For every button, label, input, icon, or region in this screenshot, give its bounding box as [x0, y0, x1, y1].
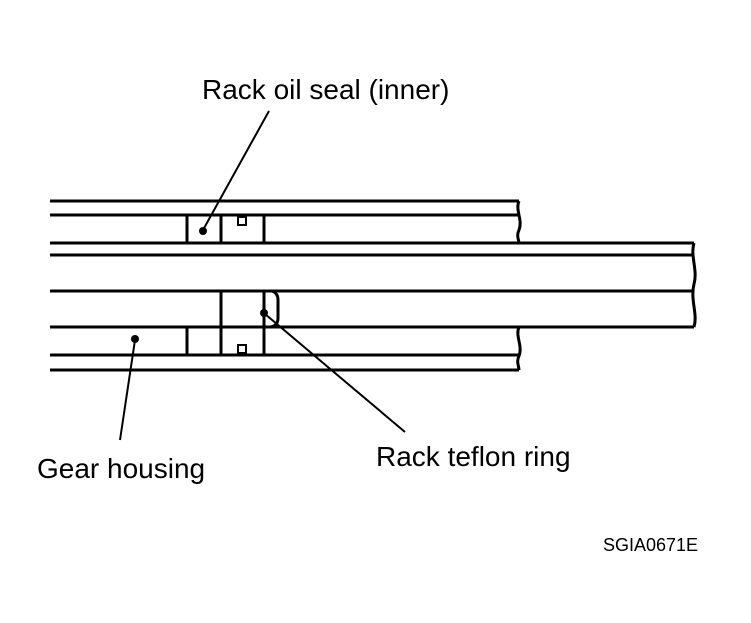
label-rack-teflon-ring: Rack teflon ring: [376, 441, 571, 472]
rack-shaft: [50, 241, 697, 329]
rack-oil-seal-lower: [185, 291, 266, 355]
rack-teflon-ring: [264, 289, 280, 329]
label-rack-oil-seal: Rack oil seal (inner): [202, 74, 449, 105]
leader-rack-teflon-ring: [260, 309, 406, 433]
gear-housing-upper-wall: [50, 199, 522, 245]
leader-rack-oil-seal: [199, 110, 270, 235]
gear-housing-lower-wall: [50, 325, 522, 372]
label-gear-housing: Gear housing: [37, 453, 205, 484]
rack-oil-seal-upper: [185, 215, 266, 243]
figure-code: SGIA0671E: [603, 535, 698, 555]
leader-gear-housing: [119, 335, 139, 441]
